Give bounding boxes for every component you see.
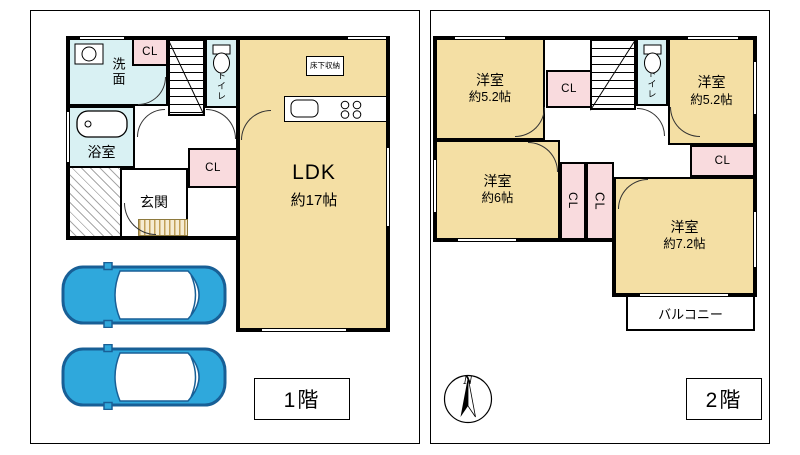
floor-storage: 床下収納	[306, 56, 344, 76]
room-toilet-2f: トイレ	[636, 38, 668, 106]
stairs-2f	[590, 38, 636, 110]
wall-segment	[753, 36, 757, 297]
ldk-label: LDK	[292, 161, 336, 185]
closet-1f-top: CL	[132, 38, 168, 66]
window-marker	[262, 328, 346, 332]
wall-segment	[433, 238, 616, 242]
closet-2f-right-label: CL	[714, 155, 731, 167]
car-mirror	[103, 262, 113, 271]
closet-1f-mid: CL	[188, 148, 238, 188]
wall-segment	[433, 36, 757, 40]
closet-2f-hall-label: CL	[561, 83, 577, 95]
closet-2f-hall: CL	[546, 70, 592, 108]
room-a-label: 洋室	[476, 71, 504, 88]
closet-2f-mid-right: CL	[586, 162, 614, 240]
room-a-52: 洋室 約5.2帖	[435, 38, 545, 140]
floor2-title: 2階	[705, 389, 743, 412]
room-d-label: 洋室	[670, 218, 699, 235]
car-mirror	[103, 344, 113, 353]
closet-2f-mid-left: CL	[560, 162, 586, 240]
car-rear-window	[190, 356, 197, 398]
room-b-label: 洋室	[697, 74, 726, 91]
compass-north-label: N	[463, 372, 473, 387]
washroom-label: 洗面	[110, 57, 126, 87]
floor2-title-box: 2階	[686, 378, 762, 420]
kitchen-counter	[284, 96, 388, 122]
balcony: バルコニー	[626, 295, 755, 331]
window-marker	[386, 148, 390, 226]
floor2-site-frame	[430, 10, 770, 444]
window-marker	[640, 293, 728, 297]
car-rear-window	[190, 274, 197, 316]
compass-needle-light	[467, 376, 476, 418]
wall-segment	[66, 236, 240, 240]
floor1-site-frame	[30, 10, 420, 444]
closet-1f-mid-label: CL	[205, 162, 221, 174]
entrance-porch	[68, 168, 120, 238]
compass	[443, 374, 493, 424]
car-mirror	[103, 401, 113, 410]
window-marker	[753, 62, 757, 114]
window-marker	[753, 212, 757, 267]
window-marker	[433, 160, 437, 212]
toilet-2f-label: トイレ	[646, 69, 657, 99]
room-c-label: 洋室	[483, 172, 512, 189]
toilet-1f-label: トイレ	[216, 71, 226, 101]
room-d-size: 約7.2帖	[663, 237, 706, 252]
wall-segment	[236, 36, 240, 332]
window-marker	[80, 36, 124, 40]
wall-segment	[66, 36, 390, 40]
car-cabin	[114, 270, 200, 320]
floor-storage-label: 床下収納	[310, 60, 340, 70]
ldk-size-label: 約17帖	[290, 191, 338, 209]
floor1-title: 1階	[283, 389, 321, 412]
wall-segment	[612, 238, 616, 297]
window-marker	[458, 238, 516, 242]
window-marker	[455, 36, 505, 40]
room-ldk: LDK 約17帖	[238, 38, 390, 332]
car-mirror	[103, 319, 113, 328]
floor1-title-box: 1階	[254, 378, 350, 420]
car-cabin	[114, 352, 200, 402]
window-marker	[348, 36, 386, 40]
closet-2f-mid-left-label: CL	[566, 192, 580, 210]
room-toilet-1f: トイレ	[205, 38, 238, 108]
balcony-label: バルコニー	[658, 306, 723, 322]
closet-2f-mid-right-label: CL	[592, 191, 608, 211]
closet-2f-right: CL	[690, 145, 755, 177]
car-1	[61, 262, 227, 328]
room-a-size: 約5.2帖	[468, 90, 512, 105]
closet-1f-top-label: CL	[142, 46, 158, 58]
car-2	[61, 344, 227, 410]
window-marker	[66, 112, 70, 162]
wall-segment	[433, 36, 437, 242]
compass-needle-dark	[460, 377, 468, 417]
room-b-size: 約5.2帖	[690, 92, 733, 107]
window-marker	[688, 36, 738, 40]
room-bath: 浴室	[68, 106, 135, 168]
room-c-size: 約6帖	[481, 191, 514, 206]
bath-label: 浴室	[87, 143, 116, 160]
stairs-1f	[168, 38, 205, 116]
